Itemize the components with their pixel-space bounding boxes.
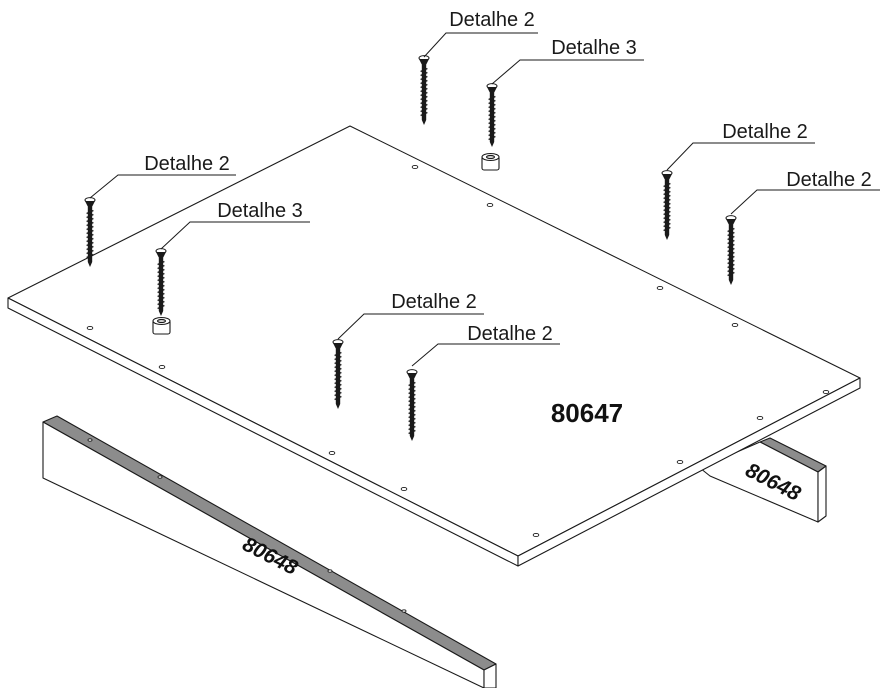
rail-back-end: [817, 465, 827, 523]
screw-left-1: [84, 197, 96, 267]
callout-center-screw-2: Detalhe 2: [411, 323, 560, 367]
rail-front-holes: [87, 438, 407, 613]
panel-80647: 80647: [7, 125, 861, 567]
panel-holes: [86, 164, 830, 538]
callout-label: Detalhe 2: [786, 169, 872, 191]
callout-label: Detalhe 3: [217, 200, 303, 222]
rail-back: 80648: [699, 437, 827, 523]
callout-right-screw-1: Detalhe 2: [666, 121, 815, 171]
panel-right-edge: [517, 377, 861, 567]
callout-top-dowel: Detalhe 3: [491, 37, 644, 85]
rail-front-end: [483, 663, 497, 688]
callout-center-screw-1: Detalhe 2: [337, 291, 484, 340]
callout-right-screw-2: Detalhe 2: [730, 169, 880, 215]
callouts: Detalhe 2 Detalhe 3 Detalhe 2 Detalhe 3 …: [89, 9, 880, 367]
callout-label: Detalhe 3: [551, 37, 637, 59]
screw-top-2: [486, 83, 498, 147]
panel-label: 80647: [551, 398, 623, 428]
callout-left-dowel: Detalhe 3: [160, 200, 310, 250]
rail-front-face: [42, 421, 485, 688]
callout-top-screw-1: Detalhe 2: [423, 9, 538, 58]
callout-label: Detalhe 2: [467, 323, 553, 345]
screw-top-1: [418, 55, 430, 125]
screws: [84, 55, 737, 441]
dowel-left: [152, 316, 171, 335]
dowel-top: [481, 152, 500, 171]
callout-left-screw: Detalhe 2: [89, 153, 236, 199]
screw-right-1: [661, 170, 673, 240]
rail-front: 80648: [42, 415, 497, 688]
screw-right-2: [725, 215, 737, 285]
callout-label: Detalhe 2: [144, 153, 230, 175]
screw-center-2: [406, 369, 418, 441]
callout-label: Detalhe 2: [449, 9, 535, 31]
callout-label: Detalhe 2: [722, 121, 808, 143]
screw-center-1: [332, 339, 344, 409]
callout-label: Detalhe 2: [391, 291, 477, 313]
